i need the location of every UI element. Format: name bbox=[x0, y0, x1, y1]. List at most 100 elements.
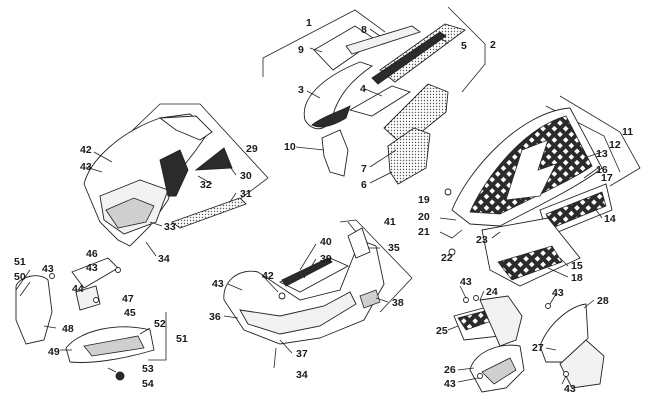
callout-6: 6 bbox=[361, 179, 367, 191]
hood-top-vent bbox=[158, 115, 213, 141]
bracket-11 bbox=[559, 95, 641, 187]
callout-21: 21 bbox=[418, 226, 430, 238]
callout-45: 45 bbox=[124, 307, 136, 319]
part-6-pad bbox=[387, 127, 431, 185]
callout-14: 14 bbox=[604, 213, 616, 225]
callout-10: 10 bbox=[284, 141, 296, 153]
part-41-bracket bbox=[347, 227, 371, 259]
intake-group bbox=[447, 285, 605, 393]
part-22-fastener bbox=[448, 248, 456, 256]
part-40-strip bbox=[281, 257, 333, 287]
callout-28: 28 bbox=[597, 295, 609, 307]
part-8-strip bbox=[345, 25, 421, 55]
belly-pan-floor bbox=[239, 291, 357, 335]
bracket-29 bbox=[111, 103, 269, 215]
callout-42-pan: 42 bbox=[262, 270, 274, 282]
callout-46: 46 bbox=[86, 248, 98, 260]
callout-11: 11 bbox=[622, 126, 633, 138]
callout-48: 48 bbox=[62, 323, 74, 335]
hood-recess bbox=[105, 197, 155, 229]
callout-16: 16 bbox=[596, 164, 608, 176]
callout-43-pan: 43 bbox=[212, 278, 224, 290]
part-48-lens bbox=[15, 275, 53, 345]
part-43-fastener-b bbox=[115, 267, 121, 273]
callout-9: 9 bbox=[298, 44, 304, 56]
callout-33: 33 bbox=[164, 221, 176, 233]
part-19-fastener bbox=[444, 188, 452, 196]
callout-51-right: 51 bbox=[176, 333, 188, 345]
callout-24: 24 bbox=[486, 286, 498, 298]
callout-43-hood: 43 bbox=[80, 161, 92, 173]
part-39-trim bbox=[278, 257, 350, 293]
belly-pan-group bbox=[223, 219, 413, 369]
callout-12: 12 bbox=[609, 139, 621, 151]
headlight-group bbox=[15, 257, 167, 381]
callout-13: 13 bbox=[596, 148, 608, 160]
bracket-1 bbox=[262, 9, 386, 77]
part-47-fastener bbox=[93, 297, 99, 303]
callout-5: 5 bbox=[461, 40, 467, 52]
callout-44: 44 bbox=[72, 283, 84, 295]
callout-29: 29 bbox=[246, 143, 258, 155]
callout-36: 36 bbox=[209, 311, 221, 323]
callout-50: 50 bbox=[14, 271, 26, 283]
callout-49: 49 bbox=[48, 346, 60, 358]
callout-53: 53 bbox=[142, 363, 154, 375]
callout-20: 20 bbox=[418, 211, 430, 223]
callout-19: 19 bbox=[418, 194, 430, 206]
callout-43-headlight: 43 bbox=[86, 262, 98, 274]
callout-43-side-top: 43 bbox=[552, 287, 564, 299]
part-3-panel bbox=[303, 61, 373, 130]
part-43-fastener bbox=[49, 273, 55, 279]
callout-2: 2 bbox=[490, 39, 496, 51]
callout-8: 8 bbox=[361, 24, 367, 36]
part-27-bracket bbox=[559, 339, 605, 389]
callout-31: 31 bbox=[240, 188, 252, 200]
callout-37: 37 bbox=[296, 348, 308, 360]
part-32-bracket bbox=[159, 149, 189, 197]
callout-26: 26 bbox=[444, 364, 456, 376]
callout-54: 54 bbox=[142, 378, 154, 390]
part-15-graphic bbox=[497, 245, 563, 281]
callout-15: 15 bbox=[571, 260, 583, 272]
part-44-block bbox=[75, 285, 101, 311]
windshield-group bbox=[262, 6, 486, 185]
callout-43-intake-top: 43 bbox=[460, 276, 472, 288]
part-10-bracket bbox=[321, 129, 349, 177]
part-31-strip bbox=[171, 197, 247, 229]
callout-30: 30 bbox=[240, 170, 252, 182]
callout-51-left: 51 bbox=[14, 256, 26, 268]
callout-43-lens: 43 bbox=[42, 263, 54, 275]
callout-7: 7 bbox=[361, 163, 367, 175]
callout-43-side-bottom: 43 bbox=[564, 383, 576, 395]
part-53-inner bbox=[83, 335, 145, 357]
callout-38: 38 bbox=[392, 297, 404, 309]
callout-4: 4 bbox=[360, 83, 366, 95]
callout-39: 39 bbox=[320, 253, 332, 265]
callout-43-intake-bottom: 43 bbox=[444, 378, 456, 390]
callout-3: 3 bbox=[298, 84, 304, 96]
callout-34-pan: 34 bbox=[296, 369, 308, 381]
bracket-51 bbox=[148, 312, 167, 361]
callout-32: 32 bbox=[200, 179, 212, 191]
callout-35: 35 bbox=[388, 242, 400, 254]
callout-41: 41 bbox=[384, 216, 396, 228]
part-42-fastener bbox=[278, 292, 286, 300]
callout-52: 52 bbox=[154, 318, 166, 330]
callout-18: 18 bbox=[571, 272, 583, 284]
part-13-logo bbox=[505, 139, 557, 201]
callout-27: 27 bbox=[532, 342, 544, 354]
bracket-2 bbox=[447, 6, 486, 93]
callout-23: 23 bbox=[476, 234, 488, 246]
hood-group bbox=[83, 103, 269, 257]
callout-25: 25 bbox=[436, 325, 448, 337]
part-3-trim bbox=[311, 105, 351, 128]
callout-labels: 1 2 3 4 5 6 7 8 9 10 11 12 13 14 15 16 1… bbox=[14, 17, 633, 395]
bracket-35 bbox=[339, 219, 413, 313]
side-panel-group bbox=[439, 95, 641, 287]
callout-34-hood: 34 bbox=[158, 253, 170, 265]
part-26-inner bbox=[481, 357, 517, 385]
callout-17: 17 bbox=[601, 172, 613, 184]
